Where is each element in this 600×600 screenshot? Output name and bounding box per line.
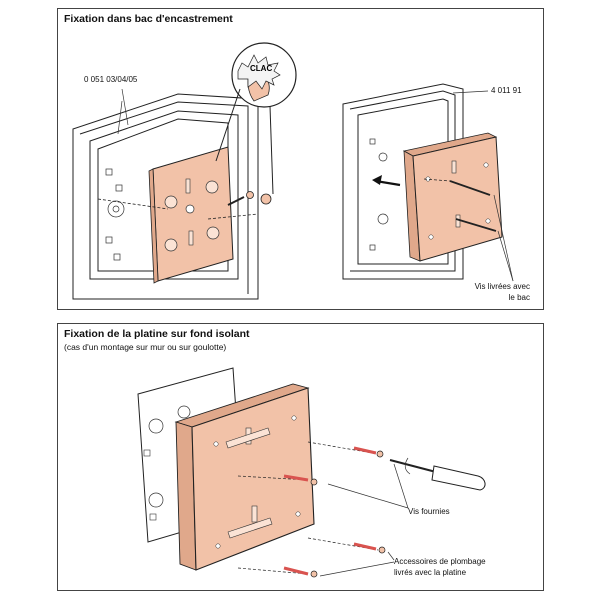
bottom-panel: Fixation de la platine sur fond isolant … <box>57 323 544 591</box>
insulating-base <box>174 383 315 571</box>
bottom-panel-subtitle: (cas d'un montage sur mur ou sur goulott… <box>64 342 227 352</box>
ref-right-label: 4 011 91 <box>491 86 522 95</box>
screws-label-line2: le bac <box>508 293 530 302</box>
screw-left <box>227 191 272 206</box>
red-screws <box>237 441 386 578</box>
screws-label-line1: Vis livrées avec <box>474 282 530 291</box>
top-panel-title: Fixation dans bac d'encastrement <box>64 13 233 25</box>
screwdriver <box>389 457 486 491</box>
mounting-plate-left <box>148 146 234 284</box>
insulating-cover-right <box>402 132 503 262</box>
seal-accessories-line1: Accessoires de plombage <box>394 557 486 566</box>
seal-accessories-line2: livrés avec la platine <box>394 568 467 577</box>
clac-text: CLAC <box>250 64 272 73</box>
bottom-illustration <box>137 367 486 578</box>
top-panel: Fixation dans bac d'encastrement 0 051 0… <box>57 8 544 310</box>
ref-left-label: 0 051 03/04/05 <box>84 75 138 84</box>
screws-provided-label: Vis fournies <box>408 507 450 516</box>
bottom-panel-title: Fixation de la platine sur fond isolant <box>64 328 250 340</box>
clac-zoom <box>215 42 297 195</box>
top-illustration: CLAC <box>72 42 514 300</box>
